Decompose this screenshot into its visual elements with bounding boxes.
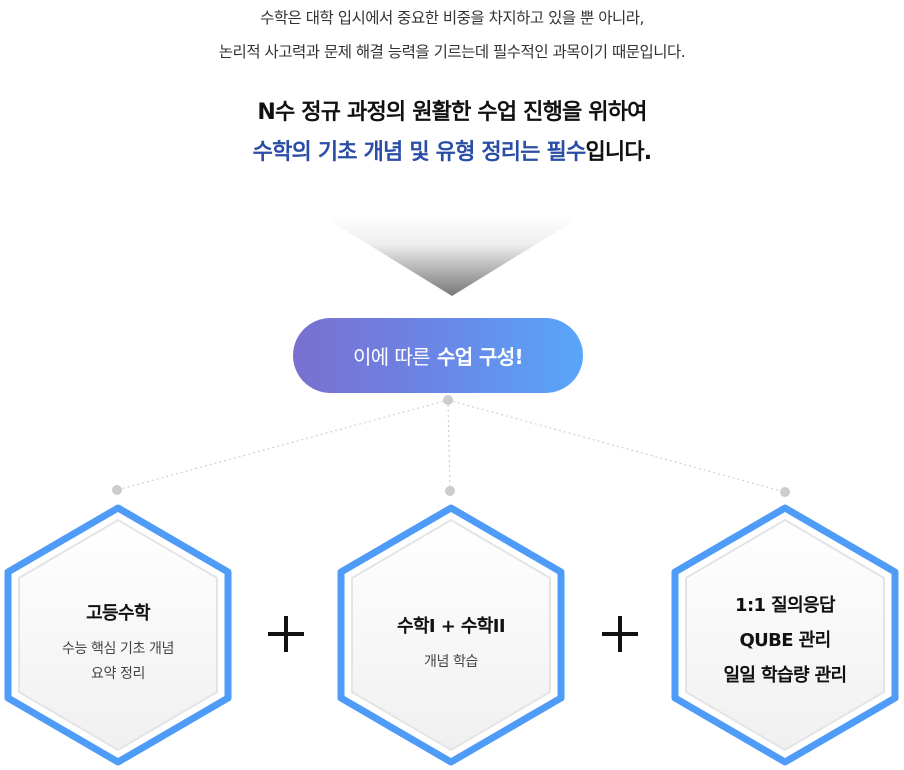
course-description: 수능 핵심 기초 개념 요약 정리 xyxy=(62,641,174,682)
course-hexagon-high-school-math: 고등수학 수능 핵심 기초 개념 요약 정리 xyxy=(0,500,236,770)
course-title: 1:1 질의응답 QUBE 관리 일일 학습량 관리 xyxy=(723,594,847,686)
down-arrow-funnel xyxy=(322,216,582,296)
intro-line-2: 논리적 사고력과 문제 해결 능력을 기르는데 필수적인 과목이기 때문입니다. xyxy=(218,43,686,61)
hexagon-shape xyxy=(337,504,565,766)
connector-dot-top xyxy=(443,395,453,405)
plus-icon xyxy=(268,616,304,652)
plus-icon xyxy=(602,616,638,652)
connector-dot-right xyxy=(780,487,790,497)
headline-line-2: 수학의 기초 개념 및 유형 정리는 필수입니다. xyxy=(0,134,904,166)
course-title: 고등수학 xyxy=(86,603,150,624)
connector-dot-center xyxy=(445,486,455,496)
pill-text: 이에 따른 xyxy=(352,345,431,369)
hexagon-shape xyxy=(671,504,899,766)
course-description: 개념 학습 xyxy=(424,653,478,670)
course-structure-pill: 이에 따른 수업 구성! xyxy=(293,318,583,393)
intro-line-1: 수학은 대학 입시에서 중요한 비중을 차지하고 있을 뿐 아니라, xyxy=(260,9,644,27)
headline-accent: 수학의 기초 개념 및 유형 정리는 필수 xyxy=(252,140,587,165)
headline-line-1: N수 정규 과정의 원활한 수업 진행을 위하여 xyxy=(257,100,647,125)
hexagon-shape xyxy=(4,504,232,766)
pill-text-strong: 수업 구성! xyxy=(436,345,524,369)
headline-rest: 입니다. xyxy=(585,140,652,165)
course-hexagon-math-1-2: 수학I + 수학II 개념 학습 xyxy=(333,500,569,770)
course-title: 수학I + 수학II xyxy=(397,615,506,637)
connector-dot-left xyxy=(112,485,122,495)
course-hexagon-management: 1:1 질의응답 QUBE 관리 일일 학습량 관리 xyxy=(667,500,903,770)
